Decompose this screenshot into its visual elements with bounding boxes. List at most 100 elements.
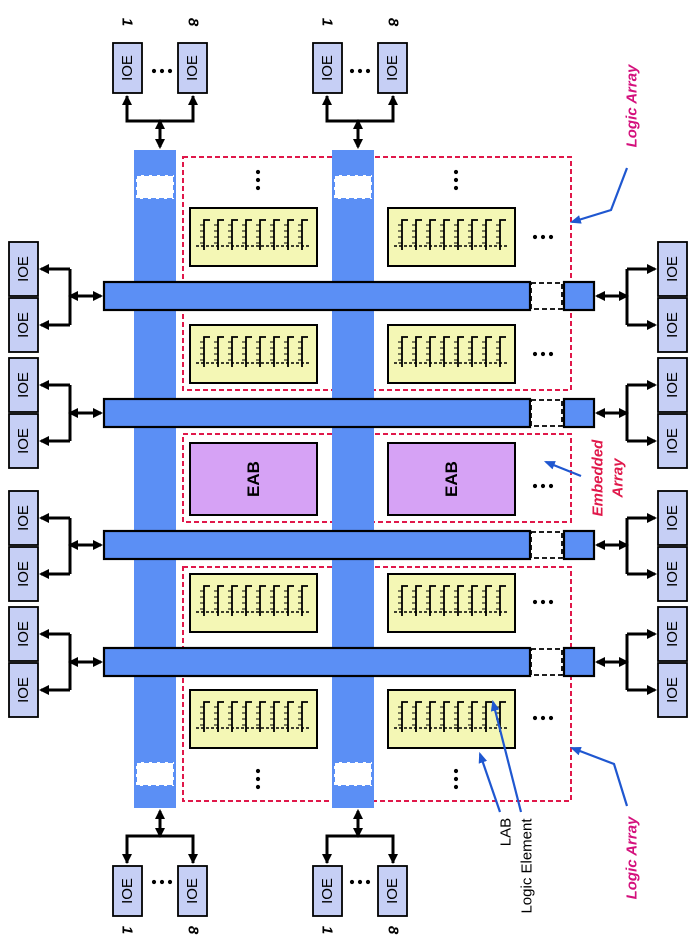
top-ioe-group-left-index-8: 8	[185, 18, 202, 27]
bottom-ioe-group-left-wire	[125, 834, 195, 863]
logic-array-label-top: Logic Array	[624, 64, 641, 147]
lab-block-r3-c1-logic-element	[203, 585, 210, 616]
eab-block-1-label: EAB	[244, 461, 263, 497]
right-ioe-pair-1-ioe-b-label: IOE	[664, 312, 681, 338]
right-ioe-pair-2-ioe-b-label: IOE	[664, 428, 681, 454]
ellipsis-icon	[357, 68, 363, 74]
ellipsis-icon	[255, 177, 261, 183]
ellipsis-icon	[540, 351, 546, 357]
right-ioe-pair-1-ioe-b	[657, 297, 688, 353]
right-ioe-pair-3-ioe-a	[657, 490, 688, 546]
lab-block-r1-c1-logic-element	[203, 219, 210, 250]
row-interconnect-1-end	[562, 280, 596, 312]
ellipsis-icon	[151, 879, 157, 885]
lab-block-r2-c1-logic-element	[287, 336, 294, 367]
row-interconnect-4-end	[562, 646, 596, 678]
column-interconnect-right-break-top	[333, 174, 373, 200]
callout-arrow-icon	[543, 460, 582, 478]
lab-block-r1-c1-logic-element	[245, 219, 252, 250]
bottom-ioe-group-right-index-8: 8	[385, 926, 402, 935]
lab-block-r1-c1-logic-element	[287, 219, 294, 250]
lab-block-r2-c1-logic-element	[245, 336, 252, 367]
ellipsis-icon	[151, 68, 157, 74]
lab-block-r4-c2-logic-element	[471, 701, 478, 732]
right-ioe-pair-4-ioe-b	[657, 662, 688, 718]
top-ioe-group-right-wire	[325, 96, 395, 123]
ellipsis-icon	[532, 234, 538, 240]
bottom-ioe-group-left-ioe-8	[177, 865, 208, 917]
ellipsis-icon	[159, 68, 165, 74]
lab-block-r2-c2-logic-element	[471, 336, 478, 367]
left-ioe-pair-3-ioe-a-label: IOE	[15, 505, 32, 531]
embedded-array-region	[182, 433, 572, 523]
ellipsis-icon	[365, 68, 371, 74]
ellipsis-icon	[167, 879, 173, 885]
right-ioe-pair-4-ioe-a-label: IOE	[664, 621, 681, 647]
lab-block-r2-c1-logic-element	[301, 336, 308, 367]
lab-block-r4-c2-logic-element	[457, 701, 464, 732]
top-ioe-group-right-index-8: 8	[385, 18, 402, 27]
lab-block-r1-c1-logic-element	[259, 219, 266, 250]
logic-element-label: Logic Element	[519, 818, 536, 914]
right-ioe-pair-2-ioe-b	[657, 413, 688, 469]
lab-block-r3-c2	[387, 573, 516, 633]
lab-block-r1-c2-logic-element	[499, 219, 506, 250]
logic-array-label-bottom: Logic Array	[624, 816, 641, 899]
lab-block-r2-c2-logic-element	[457, 336, 464, 367]
bottom-ioe-group-left-ioe-1-label: IOE	[119, 878, 136, 904]
ellipsis-icon	[255, 768, 261, 774]
eab-block-2-label: EAB	[442, 461, 461, 497]
eab-block-1	[189, 442, 318, 516]
lab-block-r2-c2-logic-element	[443, 336, 450, 367]
lab-block-r4-c1-logic-element	[287, 701, 294, 732]
lab-block-r1-c2-logic-element	[429, 219, 436, 250]
row-interconnect-1	[102, 280, 532, 312]
lab-block-r4-c2-logic-element	[401, 701, 408, 732]
lab-block-r3-c1-logic-element	[301, 585, 308, 616]
lab-block-r2-c1	[189, 324, 318, 384]
ellipsis-icon	[159, 879, 165, 885]
eab-block-2	[387, 442, 516, 516]
left-ioe-pair-4-ioe-a-label: IOE	[15, 621, 32, 647]
top-ioe-group-left-ioe-1-label: IOE	[119, 55, 136, 81]
lab-block-r1-c2-logic-element	[443, 219, 450, 250]
right-ioe-pair-1-ioe-a-label: IOE	[664, 256, 681, 282]
bottom-ioe-group-left-index-8: 8	[185, 926, 202, 935]
embedded-array-label-line1: Embedded	[590, 439, 607, 517]
logic-array-region-bottom	[182, 566, 572, 802]
top-ioe-group-left-wire	[125, 96, 195, 123]
lab-block-r3-c2-logic-element	[443, 585, 450, 616]
lab-block-r4-c1-logic-element	[301, 701, 308, 732]
bottom-ioe-group-right-ioe-1-label: IOE	[319, 878, 336, 904]
ellipsis-icon	[365, 879, 371, 885]
lab-block-r3-c2-logic-element	[415, 585, 422, 616]
lab-block-r3-c2-logic-element	[401, 585, 408, 616]
ellipsis-icon	[453, 784, 459, 790]
lab-block-r4-c1	[189, 689, 318, 749]
top-ioe-group-right-ioe-1	[312, 42, 343, 94]
ellipsis-icon	[548, 483, 554, 489]
lab-block-r4-c1-logic-element	[203, 701, 210, 732]
ellipsis-icon	[540, 599, 546, 605]
lab-block-r3-c1-logic-element	[273, 585, 280, 616]
callout-arrow-icon	[569, 746, 629, 807]
column-interconnect-left-break-top	[135, 174, 175, 200]
right-ioe-pair-2-ioe-a-label: IOE	[664, 372, 681, 398]
left-ioe-pair-2-ioe-a-label: IOE	[15, 372, 32, 398]
embedded-array-label-line2: Array	[610, 458, 627, 499]
lab-block-r4-c2-logic-element	[499, 701, 506, 732]
ellipsis-icon	[453, 169, 459, 175]
ellipsis-icon	[540, 234, 546, 240]
ellipsis-icon	[540, 715, 546, 721]
lab-block-r3-c1	[189, 573, 318, 633]
ellipsis-icon	[532, 715, 538, 721]
lab-block-r1-c1-logic-element	[231, 219, 238, 250]
top-ioe-group-right-ioe-1-label: IOE	[319, 55, 336, 81]
left-ioe-pair-3-ioe-b-label: IOE	[15, 561, 32, 587]
lab-block-r4-c1-logic-element	[231, 701, 238, 732]
bottom-ioe-group-left-index-1: 1	[119, 926, 136, 934]
bottom-ioe-group-right-ioe-8-label: IOE	[384, 878, 401, 904]
row-interconnect-4	[102, 646, 532, 678]
ellipsis-icon	[540, 483, 546, 489]
lab-block-r2-c2-logic-element	[485, 336, 492, 367]
